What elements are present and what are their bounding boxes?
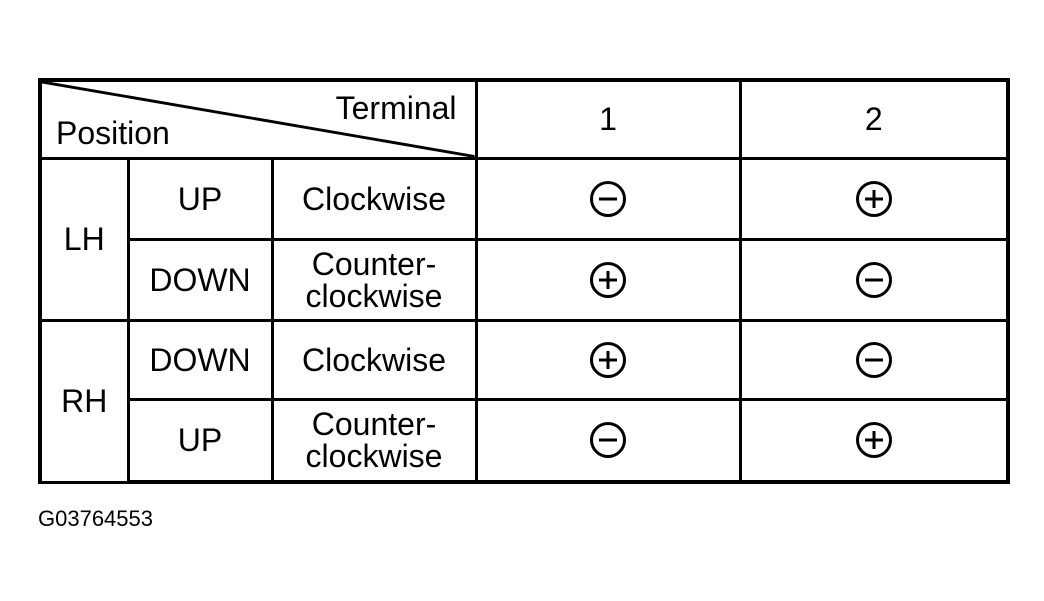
direction-line-2: clockwise (305, 277, 443, 314)
terminal-table-container: Terminal Position 1 2 LH UP Clockwise (37, 78, 1011, 484)
diagonal-header-cell: Terminal Position (37, 78, 478, 160)
terminal-2-cell (738, 318, 1011, 401)
direction-line-1: Counter- (311, 245, 437, 282)
table-row: UP Counter- clockwise (40, 397, 1011, 484)
direction-line-1: Counter- (311, 406, 437, 443)
terminal-header-label: Terminal (335, 90, 457, 126)
minus-circle-icon (590, 180, 627, 217)
plus-circle-icon (590, 341, 627, 378)
switch-cell: UP (126, 156, 274, 241)
direction-cell: Counter- clockwise (270, 397, 478, 484)
minus-circle-icon (855, 341, 892, 378)
minus-circle-icon (855, 261, 892, 298)
terminal-2-cell (738, 397, 1011, 484)
table-row: RH DOWN Clockwise (38, 318, 1011, 484)
position-header-label: Position (56, 114, 170, 151)
plus-circle-icon (855, 422, 892, 459)
switch-cell: DOWN (126, 237, 274, 322)
terminal-2-cell (738, 156, 1011, 241)
side-lh-cell: LH (38, 156, 130, 322)
table-row: LH UP Clockwise (38, 156, 1011, 322)
terminal-2-header: 2 (738, 78, 1011, 160)
figure-id-label: G03764553 (38, 506, 153, 531)
switch-cell: DOWN (126, 318, 274, 401)
terminal-polarity-table: Terminal Position 1 2 LH UP Clockwise (37, 78, 1011, 484)
minus-circle-icon (590, 422, 627, 459)
terminal-1-cell (474, 318, 742, 401)
direction-cell: Clockwise (270, 318, 478, 401)
direction-line-2: clockwise (305, 438, 443, 475)
side-rh-cell: RH (38, 318, 130, 484)
diagonal-divider (45, 84, 474, 155)
terminal-1-cell (474, 237, 742, 322)
terminal-2-cell (738, 237, 1011, 322)
table-row: DOWN Counter- clockwise (40, 237, 1011, 322)
header-row: Terminal Position 1 2 (37, 78, 1011, 160)
plus-circle-icon (855, 180, 892, 217)
terminal-1-cell (474, 156, 742, 241)
terminal-1-cell (474, 397, 742, 484)
direction-cell: Clockwise (270, 156, 478, 241)
switch-cell: UP (126, 397, 274, 484)
plus-circle-icon (590, 261, 627, 298)
direction-cell: Counter- clockwise (270, 237, 478, 322)
terminal-1-header: 1 (474, 78, 742, 160)
